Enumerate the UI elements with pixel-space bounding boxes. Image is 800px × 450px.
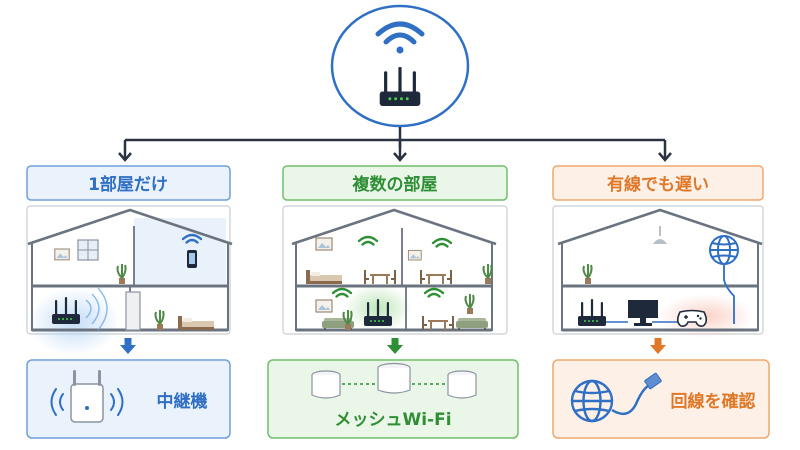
router-icon (52, 297, 80, 324)
router-icon (379, 66, 421, 106)
solution-label-multiple-rooms: メッシュWi-Fi (334, 410, 451, 430)
mesh-node-icons (311, 362, 477, 399)
column-multiple-rooms: 複数の部屋 (267, 165, 519, 439)
smartphone-icon (187, 250, 197, 268)
tv-icon (628, 300, 658, 326)
main-router-badge (330, 4, 470, 128)
header-title-single-room: 1部屋だけ (88, 174, 168, 195)
range-extender-icon (50, 370, 124, 423)
wifi-icon (375, 21, 425, 54)
header-box-multiple-rooms (282, 165, 508, 201)
header-box-single-room (26, 165, 231, 201)
house-wired-slow (556, 208, 764, 338)
mesh-node-icon (311, 370, 341, 399)
ethernet-cable-icon (611, 372, 662, 416)
solution-box-wired-slow (552, 359, 770, 439)
mesh-node-icon (377, 362, 411, 394)
column-wired-slow: 有線でも遅い (552, 165, 770, 439)
branch-connector (118, 127, 672, 162)
house-multiple-rooms (290, 208, 498, 332)
down-arrow-icon (387, 338, 403, 354)
globe-icon (570, 379, 614, 423)
router-icon (578, 299, 606, 326)
mesh-node-icon (447, 370, 477, 399)
down-arrow-icon (650, 338, 666, 354)
game-controller-icon (676, 309, 708, 327)
down-arrow-icon (120, 338, 136, 354)
ceiling-lamp-icon (653, 226, 667, 244)
solution-label-wired-slow: 回線を確認 (671, 391, 756, 412)
header-box-wired-slow (552, 165, 764, 201)
header-title-multiple-rooms: 複数の部屋 (352, 174, 438, 195)
router-icon (364, 299, 392, 326)
header-title-wired-slow: 有線でも遅い (607, 174, 709, 195)
column-single-room: 1部屋だけ (26, 165, 234, 439)
house-single-room (26, 208, 234, 356)
solution-label-single-room: 中継機 (157, 391, 208, 412)
